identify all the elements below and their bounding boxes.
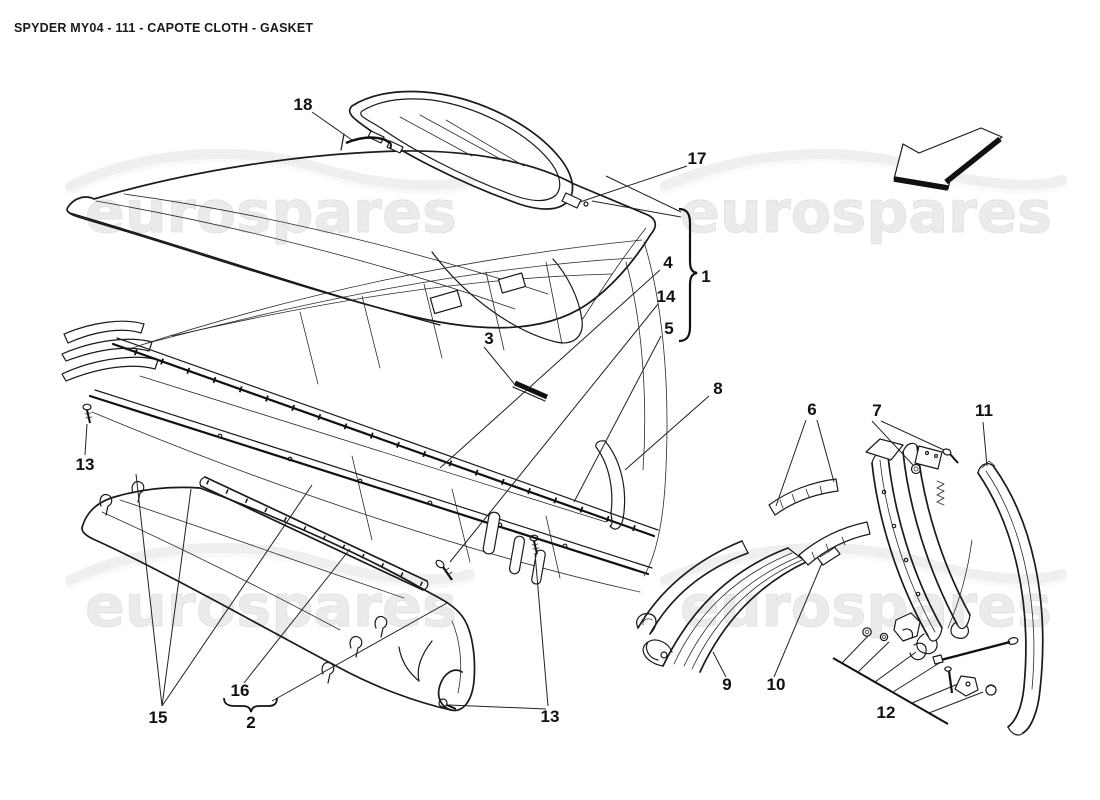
leader-lines — [84, 111, 988, 713]
gasket-segments-6 — [768, 478, 871, 566]
direction-arrow-icon — [893, 127, 1003, 191]
callout-17: 17 — [688, 149, 707, 168]
callout-4: 4 — [663, 253, 673, 272]
group-brace-1 — [678, 207, 698, 343]
callout-8: 8 — [713, 379, 722, 398]
callout-13-left: 13 — [76, 455, 95, 474]
group-brace-2 — [223, 697, 278, 713]
window-cable-part-18 — [340, 133, 392, 151]
top-frame-assembly — [61, 239, 668, 593]
fastener-kit-12 — [832, 612, 1019, 725]
watermark-text: eurospares — [85, 572, 457, 640]
watermark-swoosh — [65, 542, 475, 585]
screw-13-right — [529, 534, 540, 555]
watermark-text: eurospares — [680, 572, 1052, 640]
callout-6: 6 — [807, 400, 816, 419]
callout-3: 3 — [484, 329, 493, 348]
callout-12: 12 — [877, 703, 896, 722]
callout-16: 16 — [231, 681, 250, 700]
rear-window-glass — [348, 90, 589, 210]
callout-18: 18 — [294, 95, 313, 114]
screw-13-left — [82, 403, 93, 424]
callout-1: 1 — [701, 267, 710, 286]
watermark-group: eurospares eurospares eurospares eurospa… — [65, 148, 1067, 640]
watermark-text: eurospares — [680, 178, 1052, 246]
watermark-swoosh — [65, 148, 475, 191]
callout-10: 10 — [767, 675, 786, 694]
watermark-text: eurospares — [85, 178, 457, 246]
pillar-gasket-7 — [865, 438, 973, 655]
pillar-seal-11 — [977, 460, 1044, 736]
capote-cloth-panel — [66, 150, 657, 344]
callout-13-right: 13 — [541, 707, 560, 726]
callout-15: 15 — [149, 708, 168, 727]
rear-cloth-panel — [81, 480, 476, 712]
callout-14: 14 — [657, 287, 676, 306]
side-gaskets-9-10 — [636, 540, 841, 673]
gasket-strip-3 — [512, 380, 549, 402]
callout-9: 9 — [722, 675, 731, 694]
callout-2: 2 — [246, 713, 255, 732]
callout-labels: 18 17 4 1 14 5 3 8 6 7 11 13 15 16 2 13 … — [76, 95, 993, 732]
page-title: SPYDER MY04 - 111 - CAPOTE CLOTH - GASKE… — [14, 21, 314, 35]
gasket-8 — [595, 440, 626, 530]
callout-7: 7 — [872, 401, 881, 420]
callout-5: 5 — [664, 319, 673, 338]
callout-11: 11 — [975, 401, 993, 420]
